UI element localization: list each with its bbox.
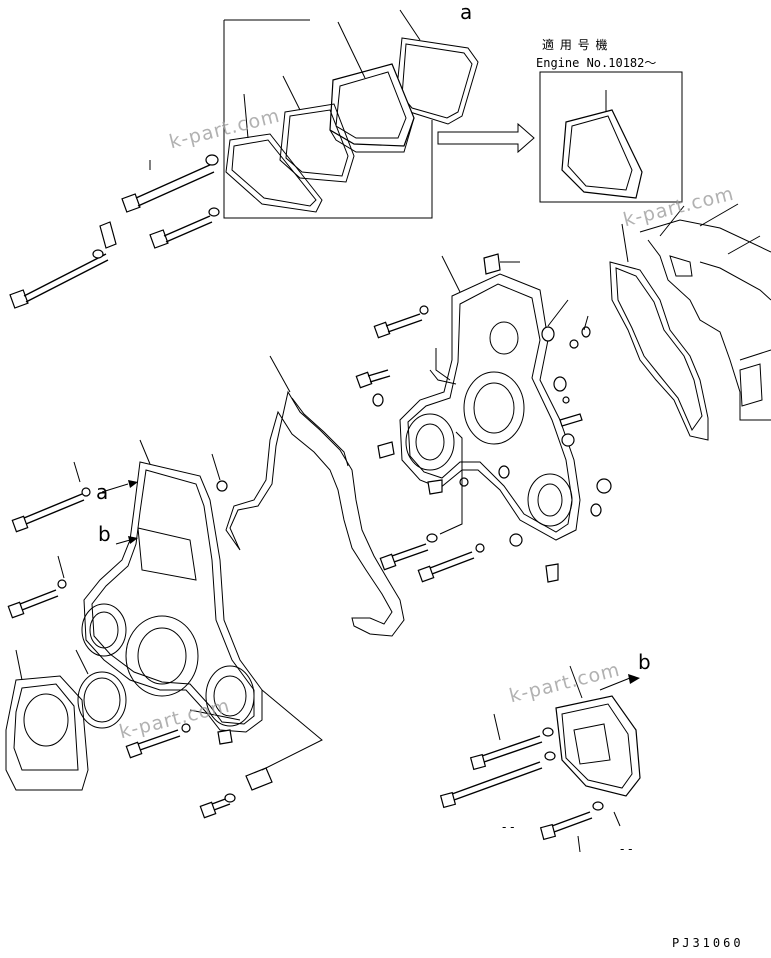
dash-mark-left: - - — [502, 820, 515, 834]
gear-housing-center — [355, 253, 612, 583]
front-cover-gasket — [225, 355, 405, 637]
callout-a-top: a — [460, 0, 473, 24]
front-cover-left — [5, 439, 323, 819]
applicable-engine-inset — [539, 71, 683, 203]
dash-mark-right: - - — [620, 842, 633, 856]
callout-b-right: b — [638, 650, 651, 674]
applicability-jp-label: 適 用 号 機 — [542, 38, 609, 52]
engine-block-outline — [609, 203, 771, 441]
callout-b-left: b — [98, 522, 111, 546]
top-cover-group — [9, 9, 535, 309]
lower-right-cover — [439, 665, 641, 853]
drawing-code: PJ31060 — [672, 936, 744, 950]
applicability-engine-label: Engine No.10182～ — [536, 56, 657, 70]
callout-a-left: a — [96, 480, 109, 504]
